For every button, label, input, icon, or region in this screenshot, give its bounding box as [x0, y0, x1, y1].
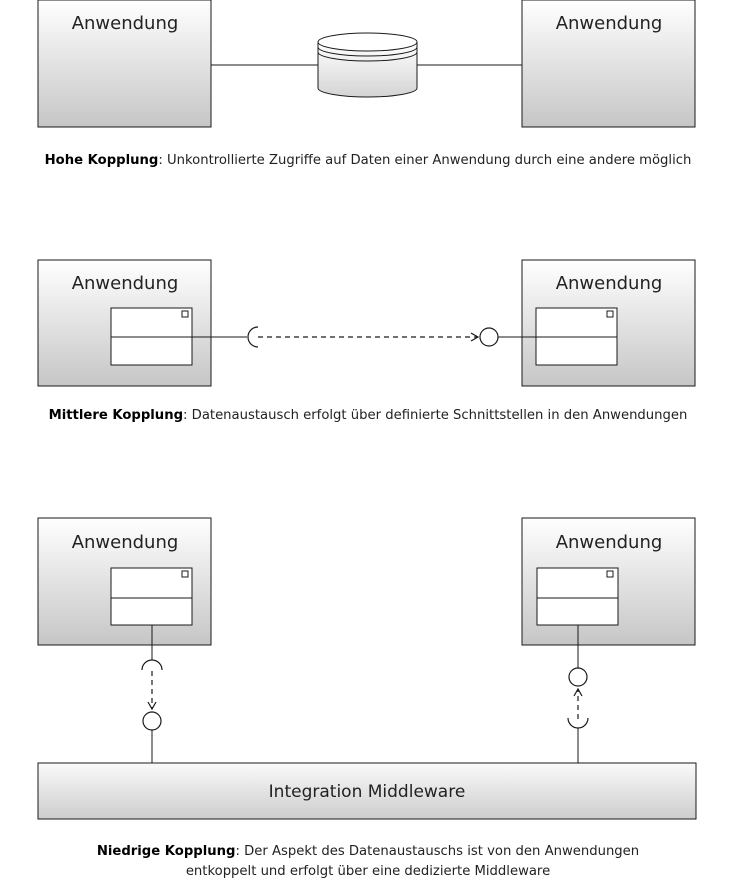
- application-box-right: [521, 0, 696, 128]
- provided-interface-ball-icon: [142, 711, 162, 731]
- application-label-left: Anwendung: [72, 13, 179, 34]
- caption-title: Niedrige Kopplung: [96, 844, 236, 859]
- database-icon: [317, 32, 418, 98]
- application-label-right: Anwendung: [556, 13, 663, 34]
- caption-title: Mittlere Kopplung: [48, 408, 184, 423]
- application-box-left: [37, 0, 212, 128]
- caption-text: : Der Aspekt des Datenaustauschs ist von…: [235, 844, 640, 859]
- integration-middleware-label: Integration Middleware: [269, 782, 466, 802]
- component-icon: [110, 567, 193, 626]
- component-icon: [536, 567, 619, 626]
- integration-middleware-box: [37, 762, 697, 820]
- caption-medium-coupling: Mittlere Kopplung: Datenaustausch erfolg…: [0, 406, 736, 426]
- application-label-left: Anwendung: [72, 532, 179, 553]
- component-icon: [110, 307, 193, 366]
- caption-text: : Datenaustausch erfolgt über definierte…: [183, 408, 688, 423]
- provided-interface-ball-icon: [568, 667, 588, 687]
- caption-low-coupling: Niedrige Kopplung: Der Aspekt des Datena…: [0, 842, 736, 882]
- caption-title: Hohe Kopplung: [44, 153, 159, 168]
- provided-interface-ball-icon: [479, 327, 499, 347]
- section-high-coupling: Anwendung Anwendung: [37, 0, 696, 128]
- caption-high-coupling: Hohe Kopplung: Unkontrollierte Zugriffe …: [0, 151, 736, 171]
- section-medium-coupling: Anwendung Anwendung: [37, 259, 696, 387]
- required-interface-socket-icon: [567, 717, 589, 729]
- required-interface-socket-icon: [141, 659, 163, 671]
- caption-text: : Unkontrollierte Zugriffe auf Daten ein…: [158, 153, 692, 168]
- application-label-right: Anwendung: [556, 273, 663, 294]
- required-interface-socket-icon: [247, 326, 259, 348]
- application-label-left: Anwendung: [72, 273, 179, 294]
- section-low-coupling: Anwendung Anwendung Integration Middlewa…: [37, 517, 697, 820]
- caption-text-line2: entkoppelt und erfolgt über eine dedizie…: [185, 864, 551, 879]
- application-label-right: Anwendung: [556, 532, 663, 553]
